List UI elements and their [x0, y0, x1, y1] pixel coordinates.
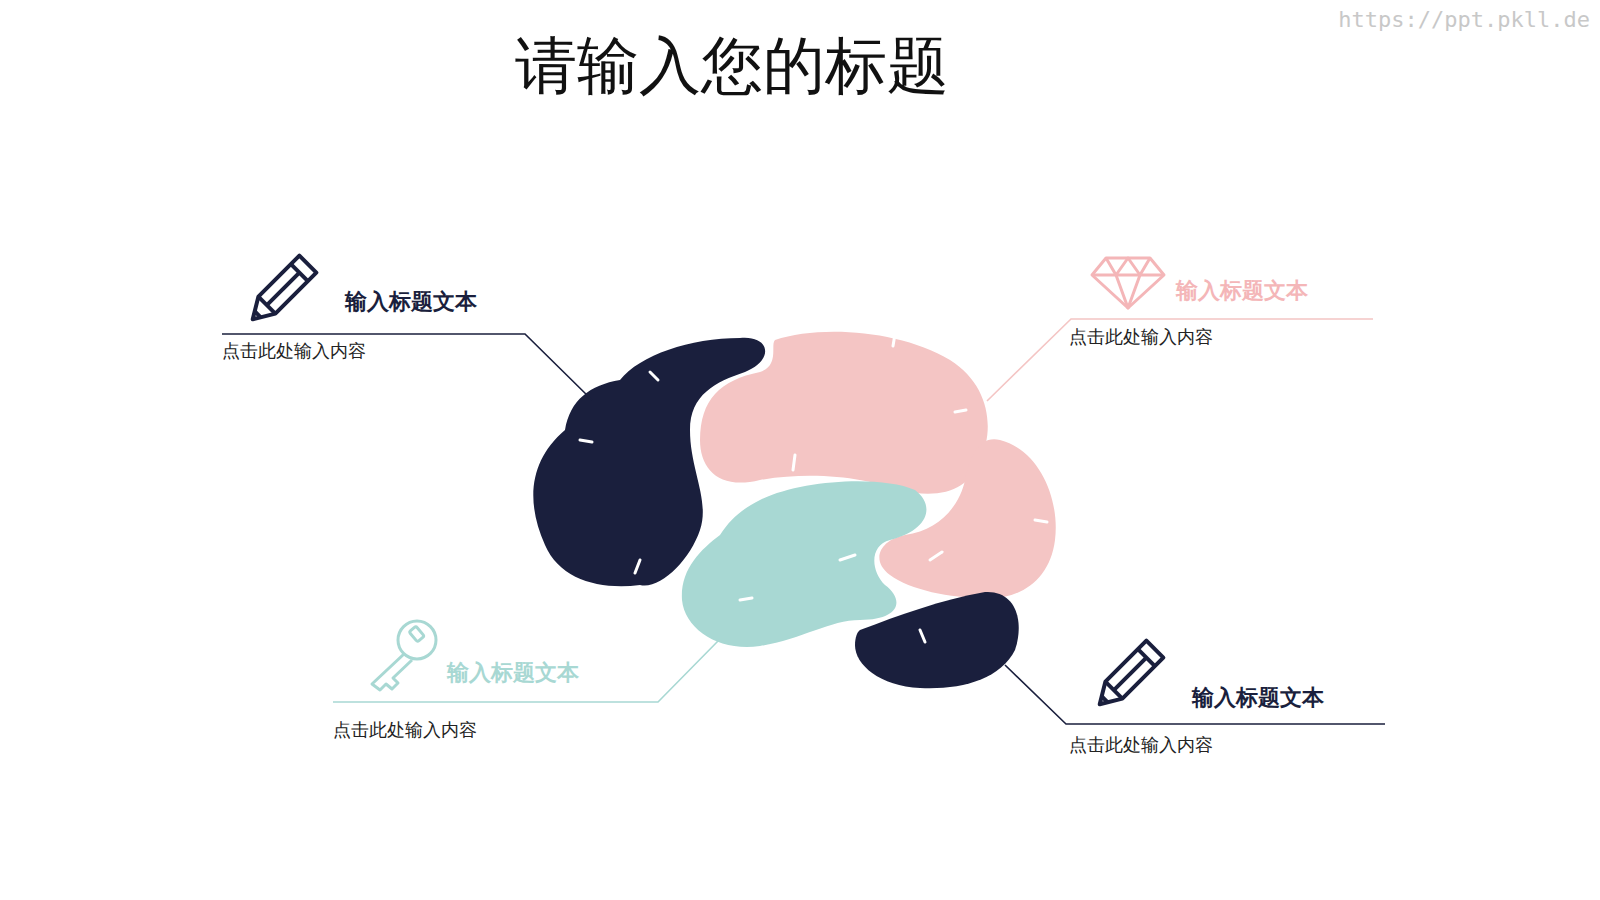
callout-body: 点击此处输入内容	[333, 719, 579, 741]
callout: 输入标题文本点击此处输入内容	[1069, 277, 1308, 348]
leader-line	[333, 640, 719, 702]
callout: 输入标题文本点击此处输入内容	[222, 288, 477, 362]
callout-body: 点击此处输入内容	[1069, 326, 1308, 348]
callout-heading: 输入标题文本	[447, 659, 579, 687]
pencil-icon	[244, 256, 316, 328]
callout: 输入标题文本点击此处输入内容	[333, 659, 579, 741]
leader-line	[1005, 665, 1385, 724]
slide-title: 请输入您的标题	[515, 28, 949, 104]
leader-lines	[222, 319, 1385, 724]
pencil-icon	[1091, 641, 1163, 713]
key-icon	[372, 621, 436, 690]
callout-body: 点击此处输入内容	[1069, 734, 1324, 756]
brain	[533, 332, 1055, 688]
cerebellum	[855, 592, 1019, 688]
brain-folds	[580, 334, 1047, 642]
callout-heading: 输入标题文本	[1176, 277, 1308, 305]
leader-line	[987, 319, 1373, 401]
callout-heading: 输入标题文本	[1192, 684, 1324, 712]
watermark: https://ppt.pkll.de	[1338, 6, 1590, 34]
callout-heading: 输入标题文本	[345, 288, 477, 316]
callout-body: 点击此处输入内容	[222, 340, 477, 362]
callout: 输入标题文本点击此处输入内容	[1069, 684, 1324, 756]
leader-line	[222, 334, 592, 400]
parietal-lobe	[700, 332, 988, 494]
diamond-icon	[1092, 258, 1164, 308]
